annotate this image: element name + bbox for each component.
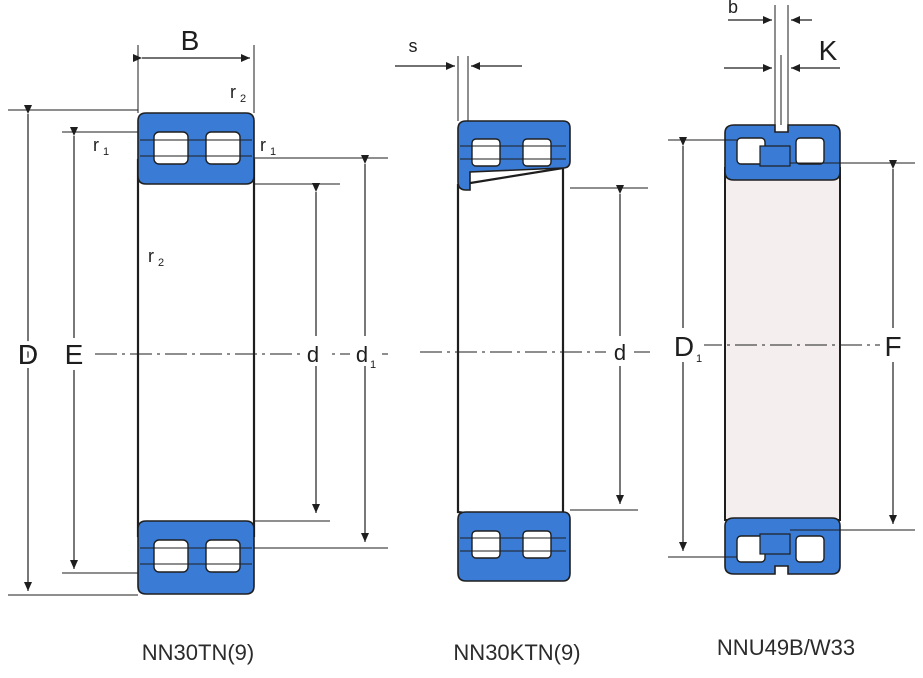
bore-label-gap-2 bbox=[606, 336, 634, 366]
bearing-nnu49b-w33: b K D 1 F NNU49B/W33 bbox=[668, 0, 915, 660]
bore-label-gap bbox=[302, 336, 330, 366]
bearing-nn30tn: B D D E d bbox=[8, 25, 388, 665]
caption-nn30ktn: NN30KTN(9) bbox=[453, 640, 580, 665]
label-b-groove: b bbox=[728, 0, 738, 17]
roller-bottom-left-2 bbox=[471, 530, 501, 559]
label-s: s bbox=[409, 36, 418, 56]
label-d1-outer-subscript: 1 bbox=[696, 353, 702, 365]
caption-nn30tn: NN30TN(9) bbox=[142, 640, 254, 665]
roller-top-right bbox=[205, 131, 241, 165]
roller-bottom-left bbox=[153, 539, 189, 573]
d1-outer-label-gap bbox=[668, 328, 704, 362]
roller-bottom-right bbox=[205, 539, 241, 573]
label-b-width: B bbox=[181, 25, 200, 56]
outer-ring-top-section bbox=[137, 112, 255, 185]
inner-rib-bottom bbox=[759, 533, 791, 555]
roller-top-right-3 bbox=[795, 137, 825, 165]
label-d-outer: D bbox=[18, 339, 38, 370]
label-d1-subscript: 1 bbox=[370, 359, 376, 371]
label-d-outer-bg: D bbox=[18, 339, 38, 370]
d1-label-gap bbox=[350, 336, 382, 366]
label-d1-outer: D bbox=[674, 331, 694, 362]
inner-ring-body bbox=[136, 158, 256, 538]
roller-top-right-2 bbox=[522, 138, 552, 167]
inner-ring-body-3 bbox=[724, 167, 841, 521]
label-d-bore-2: d bbox=[614, 340, 626, 365]
e-label-gap bbox=[62, 338, 86, 370]
label-e: E bbox=[65, 339, 84, 370]
outer-ring-bottom-section-2 bbox=[457, 511, 571, 582]
label-r2-inner: r bbox=[148, 246, 154, 266]
label-r2-top-subscript: 2 bbox=[240, 93, 246, 105]
label-d1: d bbox=[356, 342, 368, 367]
bearing-nn30ktn: s d NN30KTN(9) bbox=[395, 36, 650, 665]
roller-bottom-right-2 bbox=[522, 530, 552, 559]
label-k: K bbox=[819, 35, 838, 66]
roller-bottom-right-3 bbox=[795, 535, 825, 563]
f-label-gap bbox=[880, 328, 908, 362]
label-r1-left-subscript: 1 bbox=[103, 146, 109, 158]
label-r1-left: r bbox=[93, 135, 99, 155]
label-r2-top: r bbox=[230, 82, 236, 102]
caption-nnu49b-w33: NNU49B/W33 bbox=[717, 635, 855, 660]
label-d-bore: d bbox=[307, 342, 319, 367]
label-r1-right-subscript: 1 bbox=[270, 146, 276, 158]
inner-rib-top bbox=[759, 145, 791, 167]
inner-ring-tapered-bore bbox=[456, 166, 565, 529]
roller-top-left bbox=[153, 131, 189, 165]
outer-ring-top-section-2 bbox=[457, 120, 571, 191]
label-r2-inner-subscript: 2 bbox=[158, 257, 164, 269]
label-r1-right: r bbox=[260, 135, 266, 155]
outer-ring-bottom-section bbox=[137, 520, 255, 595]
label-f: F bbox=[884, 331, 901, 362]
roller-top-left-2 bbox=[471, 138, 501, 167]
